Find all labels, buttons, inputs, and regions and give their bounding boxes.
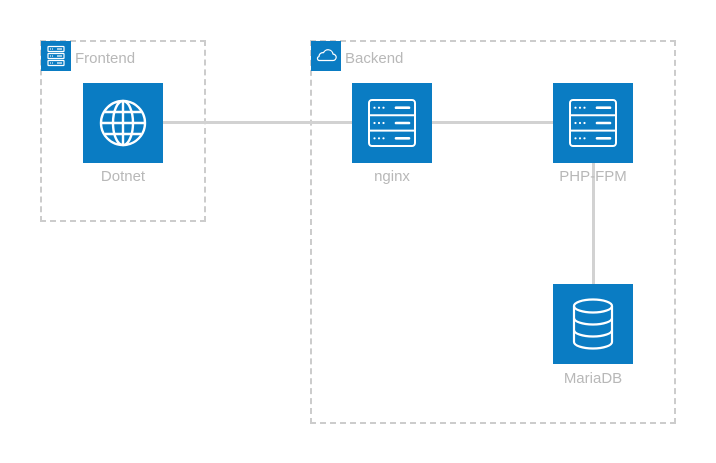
dotnet-node[interactable] — [83, 83, 163, 163]
mariadb-node[interactable] — [553, 284, 633, 364]
globe-icon — [83, 83, 163, 163]
edge-phpfpm-mariadb — [592, 162, 595, 285]
mariadb-label: MariaDB — [563, 370, 623, 387]
edge-dotnet-nginx — [162, 121, 353, 124]
frontend-group[interactable]: Frontend — [40, 40, 206, 222]
frontend-group-label: Frontend — [75, 50, 136, 67]
nginx-label: nginx — [374, 168, 410, 185]
cloud-icon — [311, 41, 341, 71]
backend-group[interactable]: Backend — [310, 40, 676, 424]
backend-group-label: Backend — [345, 50, 404, 67]
phpfpm-label: PHP-FPM — [559, 168, 627, 185]
server-rack-icon — [41, 41, 71, 71]
server-icon — [352, 83, 432, 163]
phpfpm-node[interactable] — [553, 83, 633, 163]
server-icon — [553, 83, 633, 163]
edge-nginx-phpfpm — [432, 121, 554, 124]
database-icon — [553, 284, 633, 364]
dotnet-label: Dotnet — [100, 168, 146, 185]
nginx-node[interactable] — [352, 83, 432, 163]
